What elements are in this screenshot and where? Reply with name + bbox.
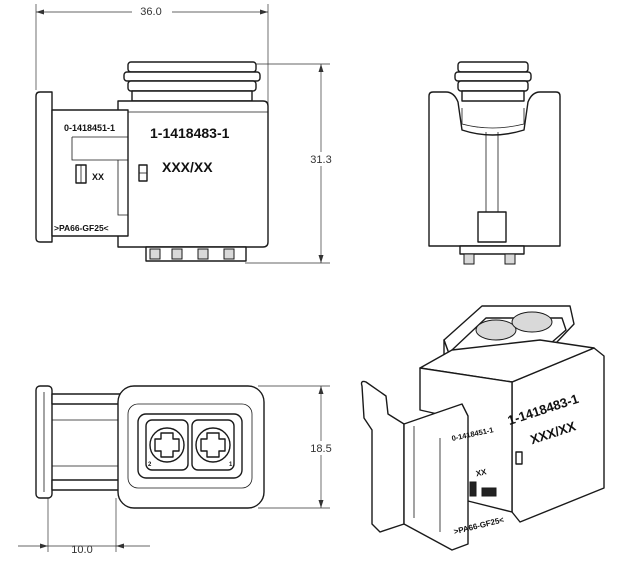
- dimension-label-36: 36.0: [140, 6, 161, 18]
- dimension-height-bottom: 18.5: [258, 385, 335, 509]
- side-view: [428, 61, 561, 265]
- dimension-width-top: 36.0: [35, 4, 269, 115]
- part-number-front: 1-1418483-1: [150, 125, 230, 141]
- isometric-view: 1-1418483-1 XXX/XX 0-1418451-1 XX >PA66-…: [360, 305, 605, 551]
- dimension-label-18-5: 18.5: [310, 443, 331, 455]
- bottom-view: 18.5 10.0 2 1: [18, 385, 335, 556]
- dimension-label-10-0: 10.0: [71, 544, 92, 556]
- pin-label-2: 2: [148, 462, 152, 468]
- dimension-width-bottom: 10.0: [18, 498, 150, 556]
- pin-label-1: 1: [229, 462, 233, 468]
- material-front: >PA66-GF25<: [54, 223, 109, 233]
- front-view: 36.0 31.3: [35, 4, 335, 264]
- sub-part-number-front: 0-1418451-1: [64, 123, 115, 133]
- cavity-code-iso: XX: [475, 467, 488, 478]
- dimension-height-side: 31.3: [245, 63, 335, 264]
- dimension-label-31-3: 31.3: [310, 154, 331, 166]
- cavity-code-front: XX: [92, 172, 104, 182]
- date-code-front: XXX/XX: [162, 159, 213, 175]
